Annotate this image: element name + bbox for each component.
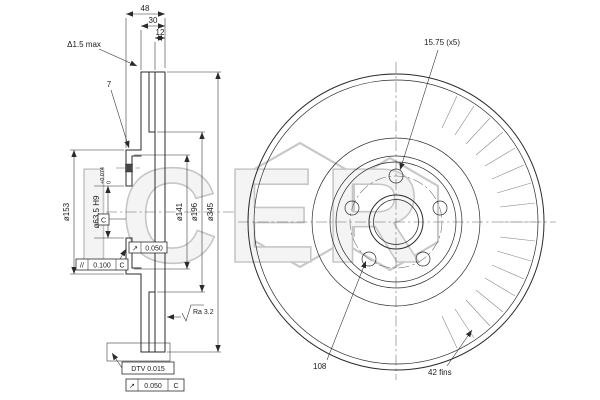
- bolt-hole: [388, 168, 404, 184]
- runout-symbol-icon: ↗: [132, 246, 138, 253]
- parallelism-leader: [119, 248, 127, 260]
- datum-flag-box: [97, 213, 110, 226]
- surface-finish-icon: [181, 304, 204, 322]
- surface-finish-callout: Ra 3.2: [167, 304, 214, 322]
- bore-tol-lower-label: 0: [107, 181, 113, 184]
- bolt-holes-label: 15.75 (x5): [424, 38, 460, 47]
- dia-63-label: ø63.5 H9: [92, 195, 101, 228]
- bolt-hole: [344, 200, 360, 216]
- runout-frame-box: [128, 241, 168, 254]
- logo-hexagon-left-icon: [244, 141, 356, 269]
- front-view: 15.75 (x5) 108 42 fins: [238, 38, 556, 380]
- runout2-symbol-icon: ↗: [129, 383, 135, 390]
- fins-label: 42 fins: [428, 368, 452, 377]
- bolt-holes: [344, 168, 448, 267]
- dtv-leader: [111, 352, 123, 369]
- dia-153-label: ø153: [62, 202, 71, 221]
- parallelism-datum-label: C: [119, 263, 124, 270]
- surface-finish-label: Ra 3.2: [193, 309, 214, 316]
- dtv-label: DTV 0.015: [131, 366, 165, 373]
- leader-bolt-holes: [399, 49, 439, 171]
- datum-flag-label: C: [101, 218, 106, 225]
- cooling-fins: [441, 95, 536, 349]
- center-bore-circle: [368, 194, 424, 250]
- disc-circles: [247, 73, 545, 371]
- bolt-circle: [349, 175, 443, 269]
- datum-flag: C: [97, 213, 126, 226]
- front-leaders: [326, 49, 473, 367]
- runout2-frame-box: [125, 378, 185, 392]
- dim-48-label: 48: [141, 4, 150, 13]
- front-centerlines: [238, 62, 556, 380]
- parallelism-frame: // 0.100 C: [75, 248, 129, 271]
- parallelism-frame-box: [75, 258, 129, 271]
- watermark: ICER: [74, 139, 440, 292]
- bore-chamfer-circle: [373, 199, 419, 245]
- logo-hexagon-right-icon: [340, 156, 440, 272]
- bolt-hole: [361, 251, 377, 267]
- bore-tolerance: +0.074 0: [100, 167, 113, 184]
- outer-chamfer-circle: [253, 79, 539, 365]
- runout2-value-label: 0.050: [144, 383, 162, 390]
- hat-circle: [329, 155, 463, 289]
- dim-12-label: 12: [156, 28, 165, 37]
- parallelism-value-label: 0.100: [93, 263, 111, 270]
- leader-flange-thickness: [110, 89, 130, 149]
- pcd-label: 108: [313, 362, 327, 371]
- leader-fins: [446, 329, 473, 367]
- leader-pcd: [326, 260, 367, 361]
- dim-7-label: 7: [107, 80, 112, 89]
- dia-345-label: ø345: [206, 202, 215, 221]
- runout-value-label: 0.050: [145, 246, 163, 253]
- dia-196-label: ø196: [190, 202, 199, 221]
- flange-circle: [335, 161, 457, 283]
- runout2-datum-label: C: [173, 383, 178, 390]
- section-view: 48 30 12 Δ1.5 max 7 ø153 ø63.5 H9 +0.074…: [62, 4, 236, 392]
- dim-30-label: 30: [149, 16, 158, 25]
- bolt-hole: [415, 251, 431, 267]
- dtv-frame-box: [121, 361, 175, 375]
- dtv-frame: DTV 0.015: [111, 352, 175, 375]
- runout-frame: ↗ 0.050: [128, 241, 168, 254]
- bolt-hole: [432, 200, 448, 216]
- bore-tol-upper-label: +0.074: [100, 167, 106, 184]
- outer-diameter-circle: [247, 73, 545, 371]
- parallelism-symbol-icon: //: [80, 263, 84, 270]
- leader-runout-note: [98, 48, 138, 67]
- runout-note-label: Δ1.5 max: [67, 40, 101, 49]
- runout-frame-bottom: ↗ 0.050 C: [125, 378, 185, 392]
- dimension-lines: [71, 11, 221, 352]
- friction-inner-circle: [311, 137, 481, 307]
- dia-141-label: ø141: [175, 202, 184, 221]
